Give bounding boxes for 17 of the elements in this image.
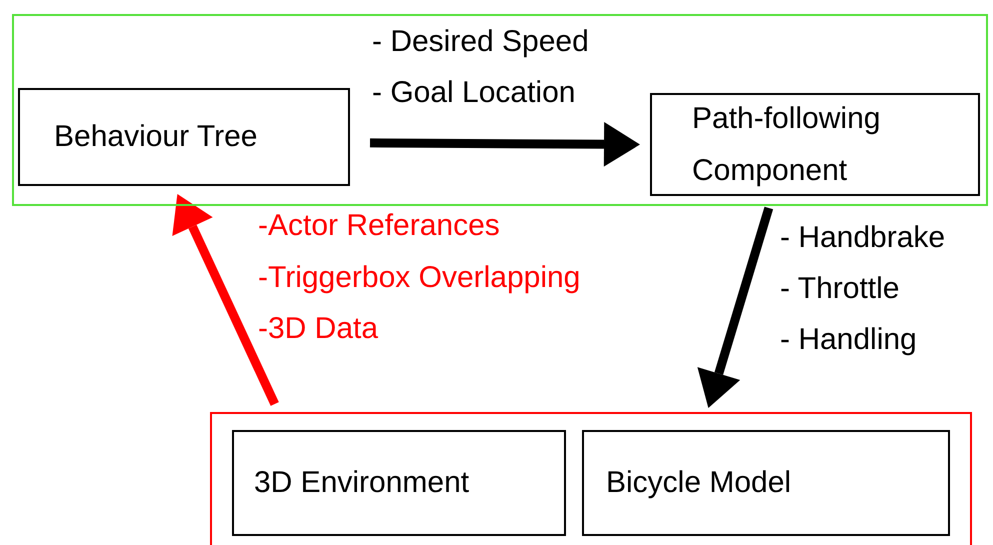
list-item-text: - Desired Speed — [372, 24, 589, 60]
process-box: Bicycle Model — [582, 430, 950, 536]
arrow — [172, 194, 279, 406]
list-item-text: - Throttle — [780, 271, 900, 307]
group-frame — [12, 14, 988, 206]
list-item-text: -Triggerbox Overlapping — [258, 260, 580, 296]
process-box: Behaviour Tree — [18, 88, 350, 186]
list-item-text: - Handbrake — [780, 220, 946, 256]
arrow — [370, 122, 640, 167]
arrow — [697, 206, 774, 408]
group-frame — [210, 412, 972, 545]
list-item-text: -Actor Referances — [258, 208, 500, 244]
list-item-text: - Handling — [780, 322, 917, 358]
process-box: 3D Environment — [232, 430, 566, 536]
process-box: Path-following Component — [650, 93, 980, 196]
list-item-text: - Goal Location — [372, 75, 576, 111]
list-item-text: -3D Data — [258, 311, 378, 347]
